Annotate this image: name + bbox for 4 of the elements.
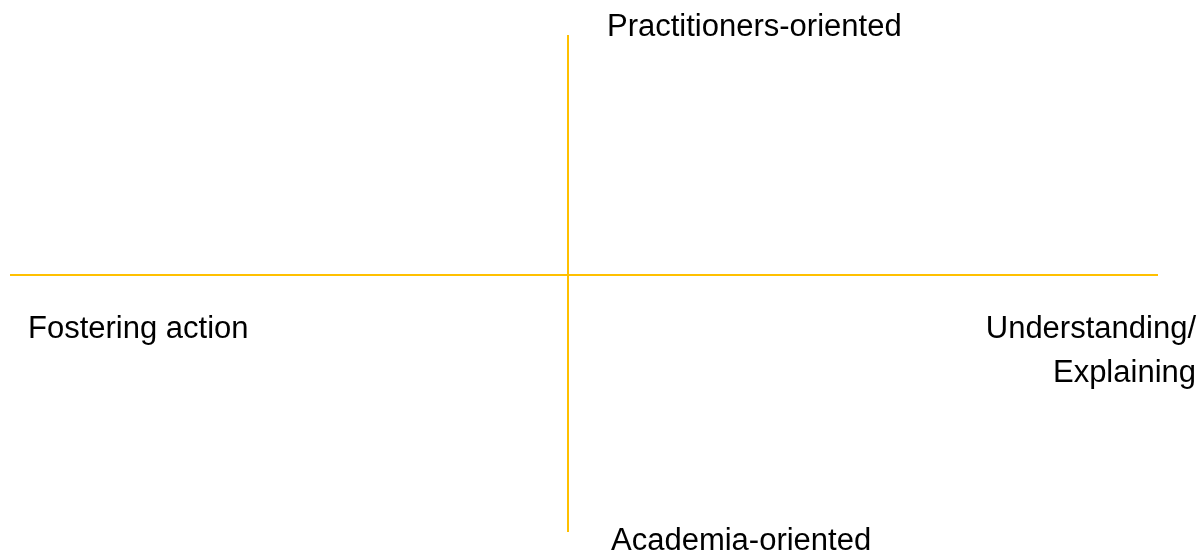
axis-label: Academia-oriented [611, 521, 872, 556]
axis-label: Fostering action [28, 309, 249, 347]
axis-label: Practitioners-oriented [607, 7, 902, 45]
axis-label: Understanding/ Explaining [984, 309, 1196, 391]
